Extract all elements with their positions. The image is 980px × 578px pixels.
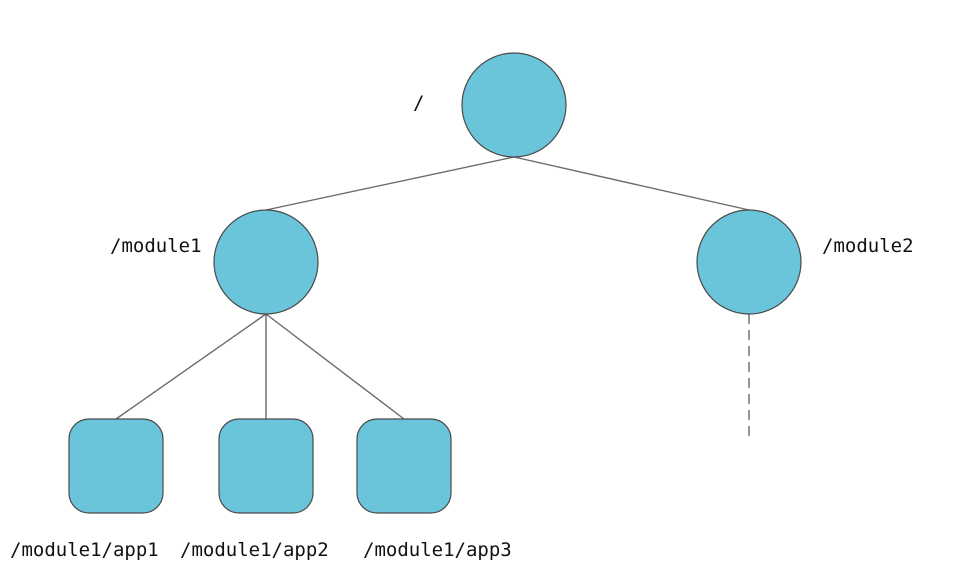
module2-node (696, 209, 802, 315)
root-node (461, 52, 567, 158)
edge-root-module2 (513, 156, 750, 211)
edge-module1-app1 (115, 313, 267, 420)
module2-node-label: /module2 (822, 235, 914, 257)
module1-node (213, 209, 319, 315)
edge-module1-app3 (265, 313, 405, 420)
app1-node-label: /module1/app1 (10, 539, 159, 561)
app2-node-label: /module1/app2 (180, 539, 329, 561)
app1-node (68, 418, 164, 514)
app3-node-label: /module1/app3 (363, 539, 512, 561)
app2-node (218, 418, 314, 514)
module1-node-label: /module1 (110, 235, 202, 257)
app3-node (356, 418, 452, 514)
edge-root-module1 (265, 156, 515, 211)
root-node-label: / (413, 92, 424, 114)
